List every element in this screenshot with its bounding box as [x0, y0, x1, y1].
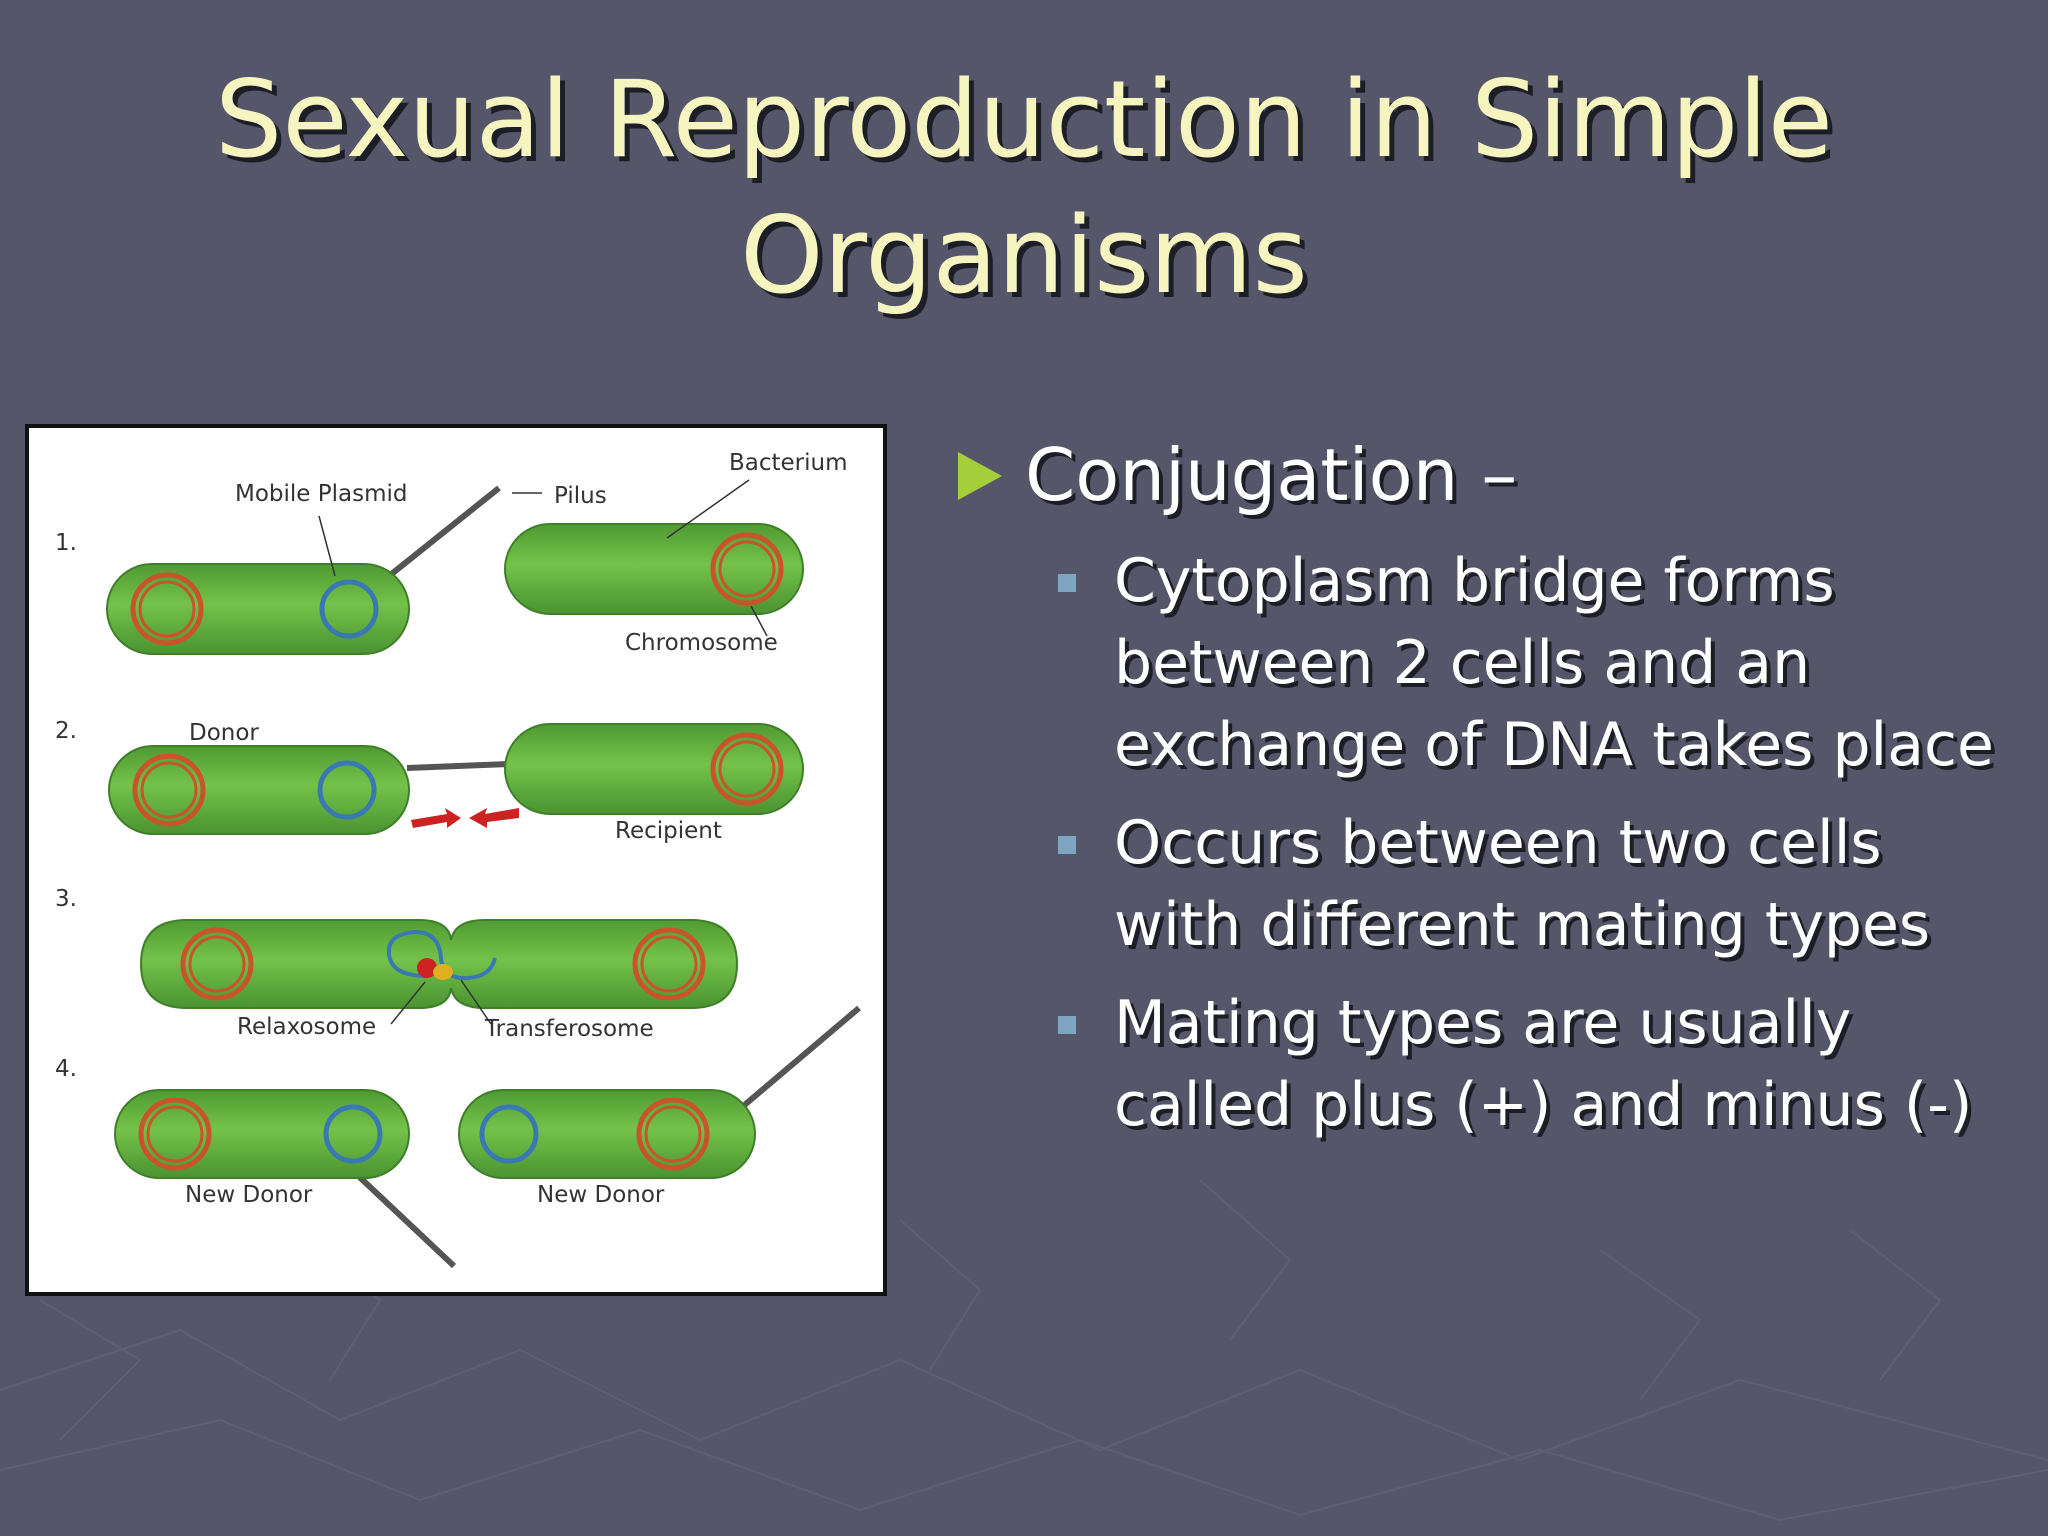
- step-2-recipient-cell: [504, 723, 804, 815]
- step-1-donor-cell: [106, 485, 501, 655]
- label-transferosome: Transferosome: [484, 1016, 654, 1042]
- sub-bullet-1-line-3: exchange of DNA takes place: [1114, 710, 1994, 780]
- label-donor: Donor: [189, 720, 259, 746]
- step-4-number: 4.: [55, 1056, 77, 1082]
- sub-bullet-3-line-2: called plus (+) and minus (-): [1114, 1070, 1973, 1140]
- step-1-number: 1.: [55, 530, 77, 556]
- sub-bullet-2-line-2: with different mating types: [1114, 890, 1931, 960]
- label-bacterium: Bacterium: [729, 450, 848, 476]
- square-bullet-icon: [1058, 574, 1076, 592]
- square-bullet-icon: [1058, 836, 1076, 854]
- step-4-new-donor-right: [458, 1005, 861, 1179]
- label-new-donor-left: New Donor: [185, 1182, 313, 1208]
- conjugation-diagram-svg: 1. 2. 3. 4. Mobile Plasmid Pilus: [55, 450, 861, 1269]
- sub-bullet-1-text: Cytoplasm bridge forms between 2 cells a…: [1114, 540, 2034, 786]
- step-4-new-donor-left: [114, 1089, 457, 1269]
- bullet-arrow-icon: [958, 452, 1002, 500]
- arrow-left: [469, 808, 519, 828]
- sub-bullet-1-line-1: Cytoplasm bridge forms: [1114, 546, 1835, 616]
- label-mobile-plasmid: Mobile Plasmid: [235, 481, 408, 507]
- pilus-line: [387, 485, 501, 579]
- step-3-number: 3.: [55, 886, 77, 912]
- step-2-donor-cell: [108, 745, 510, 835]
- main-bullet-text: Conjugation –: [1025, 433, 1518, 517]
- slide-title: Sexual Reproduction in Simple Organisms: [0, 52, 2048, 324]
- label-pilus: Pilus: [554, 483, 607, 509]
- sub-bullet-1-line-2: between 2 cells and an: [1114, 628, 1811, 698]
- sub-bullet-3-text: Mating types are usually called plus (+)…: [1114, 982, 2034, 1146]
- label-new-donor-right: New Donor: [537, 1182, 665, 1208]
- conjugation-diagram: 1. 2. 3. 4. Mobile Plasmid Pilus: [25, 424, 887, 1296]
- title-line-2: Organisms: [740, 194, 1308, 317]
- title-line-1: Sexual Reproduction in Simple: [215, 58, 1833, 181]
- sub-bullet-2-text: Occurs between two cells with different …: [1114, 802, 2034, 966]
- step-1-recipient-cell: [504, 523, 804, 615]
- sub-bullet-2-line-1: Occurs between two cells: [1114, 808, 1882, 878]
- sub-bullet-3-line-1: Mating types are usually: [1114, 988, 1852, 1058]
- label-chromosome: Chromosome: [625, 630, 778, 656]
- step-2-number: 2.: [55, 718, 77, 744]
- square-bullet-icon: [1058, 1016, 1076, 1034]
- label-recipient: Recipient: [615, 818, 722, 844]
- label-relaxosome: Relaxosome: [237, 1014, 376, 1040]
- arrow-right: [411, 808, 461, 828]
- step-3-conjugating-cells: [139, 919, 739, 1009]
